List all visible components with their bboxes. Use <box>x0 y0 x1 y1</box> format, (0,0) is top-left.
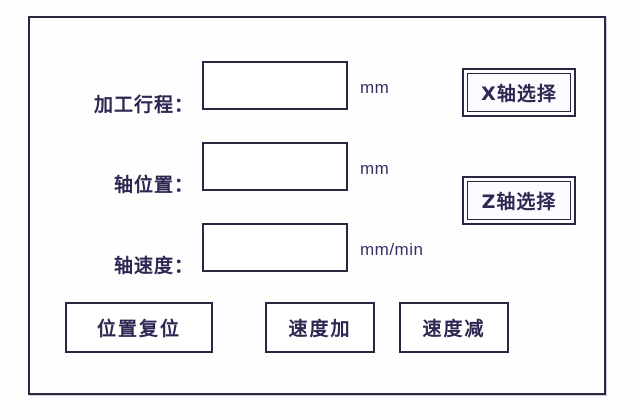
field-label-machining-stroke: 加工行程： <box>93 94 194 116</box>
machining-stroke-input[interactable] <box>204 63 346 108</box>
field-unit-axis-position: mm <box>360 159 390 178</box>
field-label-axis-speed: 轴速度： <box>113 255 194 277</box>
axis-position-input[interactable] <box>204 144 346 189</box>
axis-speed-input[interactable] <box>204 225 346 270</box>
field-box-axis-position[interactable] <box>202 142 348 191</box>
speed-decrease-button[interactable]: 速度减 <box>399 302 509 353</box>
speed-increase-button[interactable]: 速度加 <box>265 302 375 353</box>
x-axis-select-label: X轴选择 <box>467 73 571 112</box>
field-box-axis-speed[interactable] <box>202 223 348 272</box>
field-label-axis-position: 轴位置： <box>113 174 194 196</box>
field-unit-machining-stroke: mm <box>360 78 390 97</box>
z-axis-select-button[interactable]: Z轴选择 <box>462 176 576 225</box>
z-axis-select-label: Z轴选择 <box>467 181 571 220</box>
x-axis-select-button[interactable]: X轴选择 <box>462 68 576 117</box>
position-reset-button[interactable]: 位置复位 <box>65 302 213 353</box>
field-unit-axis-speed: mm/min <box>360 240 424 259</box>
field-box-machining-stroke[interactable] <box>202 61 348 110</box>
control-panel: 加工行程： mm 轴位置： mm 轴速度： mm/min X轴选择 Z轴选择 位… <box>28 16 606 395</box>
